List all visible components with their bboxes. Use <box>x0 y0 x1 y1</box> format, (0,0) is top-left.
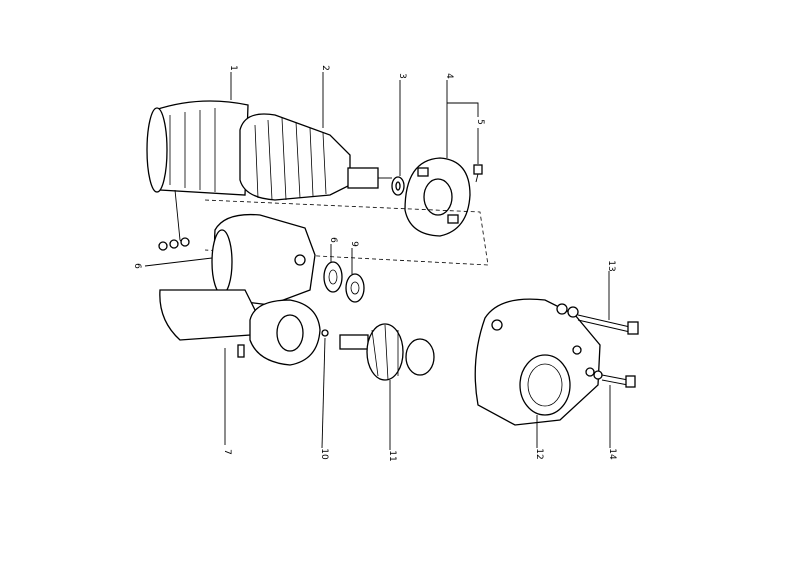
callout-6-left: 6 <box>132 263 142 269</box>
part-7-drive-end-frame <box>159 289 321 366</box>
assembly-bracket <box>204 199 489 266</box>
part-14-bolt <box>585 367 636 388</box>
callout-10: 10 <box>319 448 329 460</box>
part-13-through-bolt <box>556 303 639 335</box>
part-10-ball <box>321 329 329 337</box>
leader-lines <box>144 72 611 450</box>
callout-2: 2 <box>320 65 330 71</box>
part-6-end-bracket <box>211 213 316 306</box>
part-3-washer <box>391 176 405 196</box>
callout-3: 3 <box>397 73 407 79</box>
callout-11: 11 <box>387 450 397 461</box>
part-11-pinion-drive <box>339 323 435 381</box>
callout-14: 14 <box>607 448 617 460</box>
callout-12: 12 <box>534 448 544 459</box>
callout-7: 7 <box>222 449 232 455</box>
callout-6-gear: 6 <box>328 237 338 243</box>
callout-9: 9 <box>349 241 359 247</box>
part-5-screw <box>473 164 483 183</box>
nut-washer-set <box>158 237 190 251</box>
part-8-gear <box>323 261 343 293</box>
callout-5: 5 <box>475 119 485 125</box>
part-12-mounting-flange <box>474 298 601 426</box>
part-4-brush-holder <box>404 157 471 237</box>
part-2-armature <box>239 113 392 201</box>
callout-13: 13 <box>606 260 616 271</box>
callout-1: 1 <box>228 65 238 71</box>
part-9-gear <box>345 273 365 303</box>
part-1-yoke-housing <box>146 100 249 246</box>
callout-4: 4 <box>444 73 454 79</box>
